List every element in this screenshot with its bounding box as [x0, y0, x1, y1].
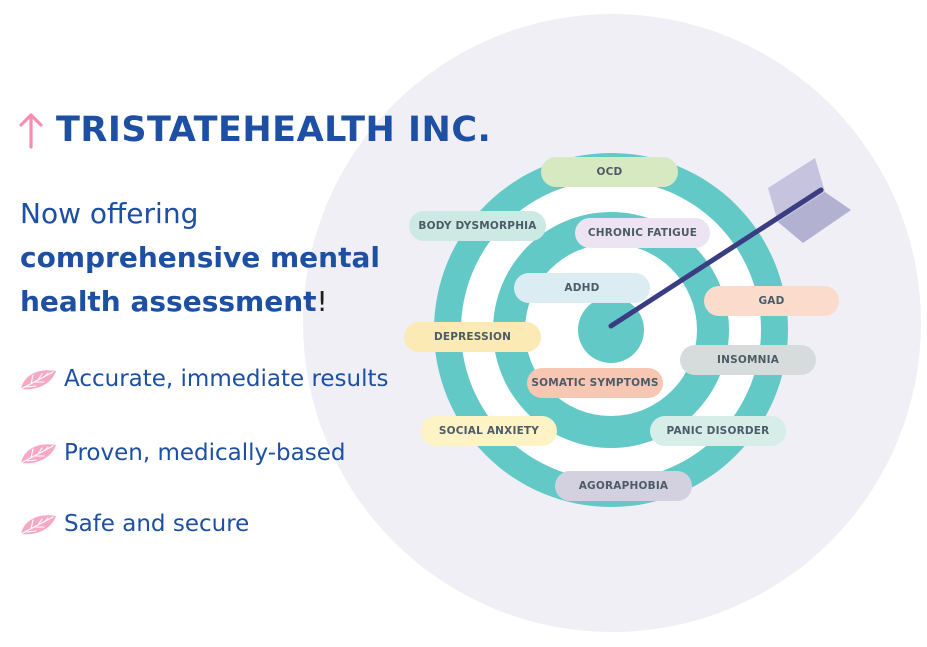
- condition-pill: BODY DYSMORPHIA: [409, 211, 546, 241]
- condition-label: GAD: [758, 295, 785, 307]
- condition-pill: OCD: [541, 157, 678, 187]
- headline-exclamation: !: [316, 285, 328, 318]
- brand-header: TRISTATEHEALTH INC.: [18, 106, 491, 154]
- leaf-icon: [20, 515, 56, 535]
- benefit-item: Proven, medically-based: [18, 440, 345, 466]
- condition-label: CHRONIC FATIGUE: [587, 227, 698, 239]
- condition-pill: GAD: [704, 286, 839, 316]
- condition-pill: PANIC DISORDER: [650, 416, 786, 446]
- arrow-up-icon: [19, 113, 43, 149]
- condition-pill: INSOMNIA: [680, 345, 816, 375]
- condition-label: ADHD: [564, 282, 600, 294]
- condition-pill: AGORAPHOBIA: [555, 471, 692, 501]
- condition-label: BODY DYSMORPHIA: [418, 220, 537, 232]
- condition-pill: CHRONIC FATIGUE: [575, 218, 710, 248]
- arrow-fletching-lower: [778, 192, 851, 243]
- condition-label: INSOMNIA: [716, 354, 780, 366]
- benefit-item: Accurate, immediate results: [18, 366, 389, 392]
- condition-label: SOMATIC SYMPTOMS: [531, 377, 659, 389]
- condition-label: PANIC DISORDER: [666, 425, 770, 437]
- condition-label: DEPRESSION: [433, 331, 512, 343]
- headline-line-1: Now offering: [20, 197, 199, 230]
- condition-label: OCD: [596, 166, 623, 178]
- leaf-icon: [20, 444, 56, 464]
- condition-label: SOCIAL ANXIETY: [438, 425, 540, 437]
- benefit-text: Accurate, immediate results: [64, 366, 389, 392]
- benefit-text: Safe and secure: [64, 511, 250, 537]
- headline-line-2: comprehensive mental: [20, 241, 380, 274]
- benefit-text: Proven, medically-based: [64, 440, 346, 466]
- benefit-item: Safe and secure: [18, 511, 249, 537]
- target-bullseye: [578, 297, 644, 363]
- condition-pill: DEPRESSION: [404, 322, 541, 352]
- condition-label: AGORAPHOBIA: [578, 480, 669, 492]
- condition-pill: SOMATIC SYMPTOMS: [527, 368, 663, 398]
- headline-line-3: health assessment: [20, 285, 317, 318]
- brand-name: TRISTATEHEALTH INC.: [56, 110, 492, 150]
- condition-pill: ADHD: [514, 273, 650, 303]
- leaf-icon: [20, 370, 56, 390]
- arrow-shaft: [608, 187, 824, 329]
- arrow-fletching-upper: [768, 158, 825, 222]
- condition-pill: SOCIAL ANXIETY: [421, 416, 557, 446]
- headline: Now offering comprehensive mental health…: [20, 192, 420, 324]
